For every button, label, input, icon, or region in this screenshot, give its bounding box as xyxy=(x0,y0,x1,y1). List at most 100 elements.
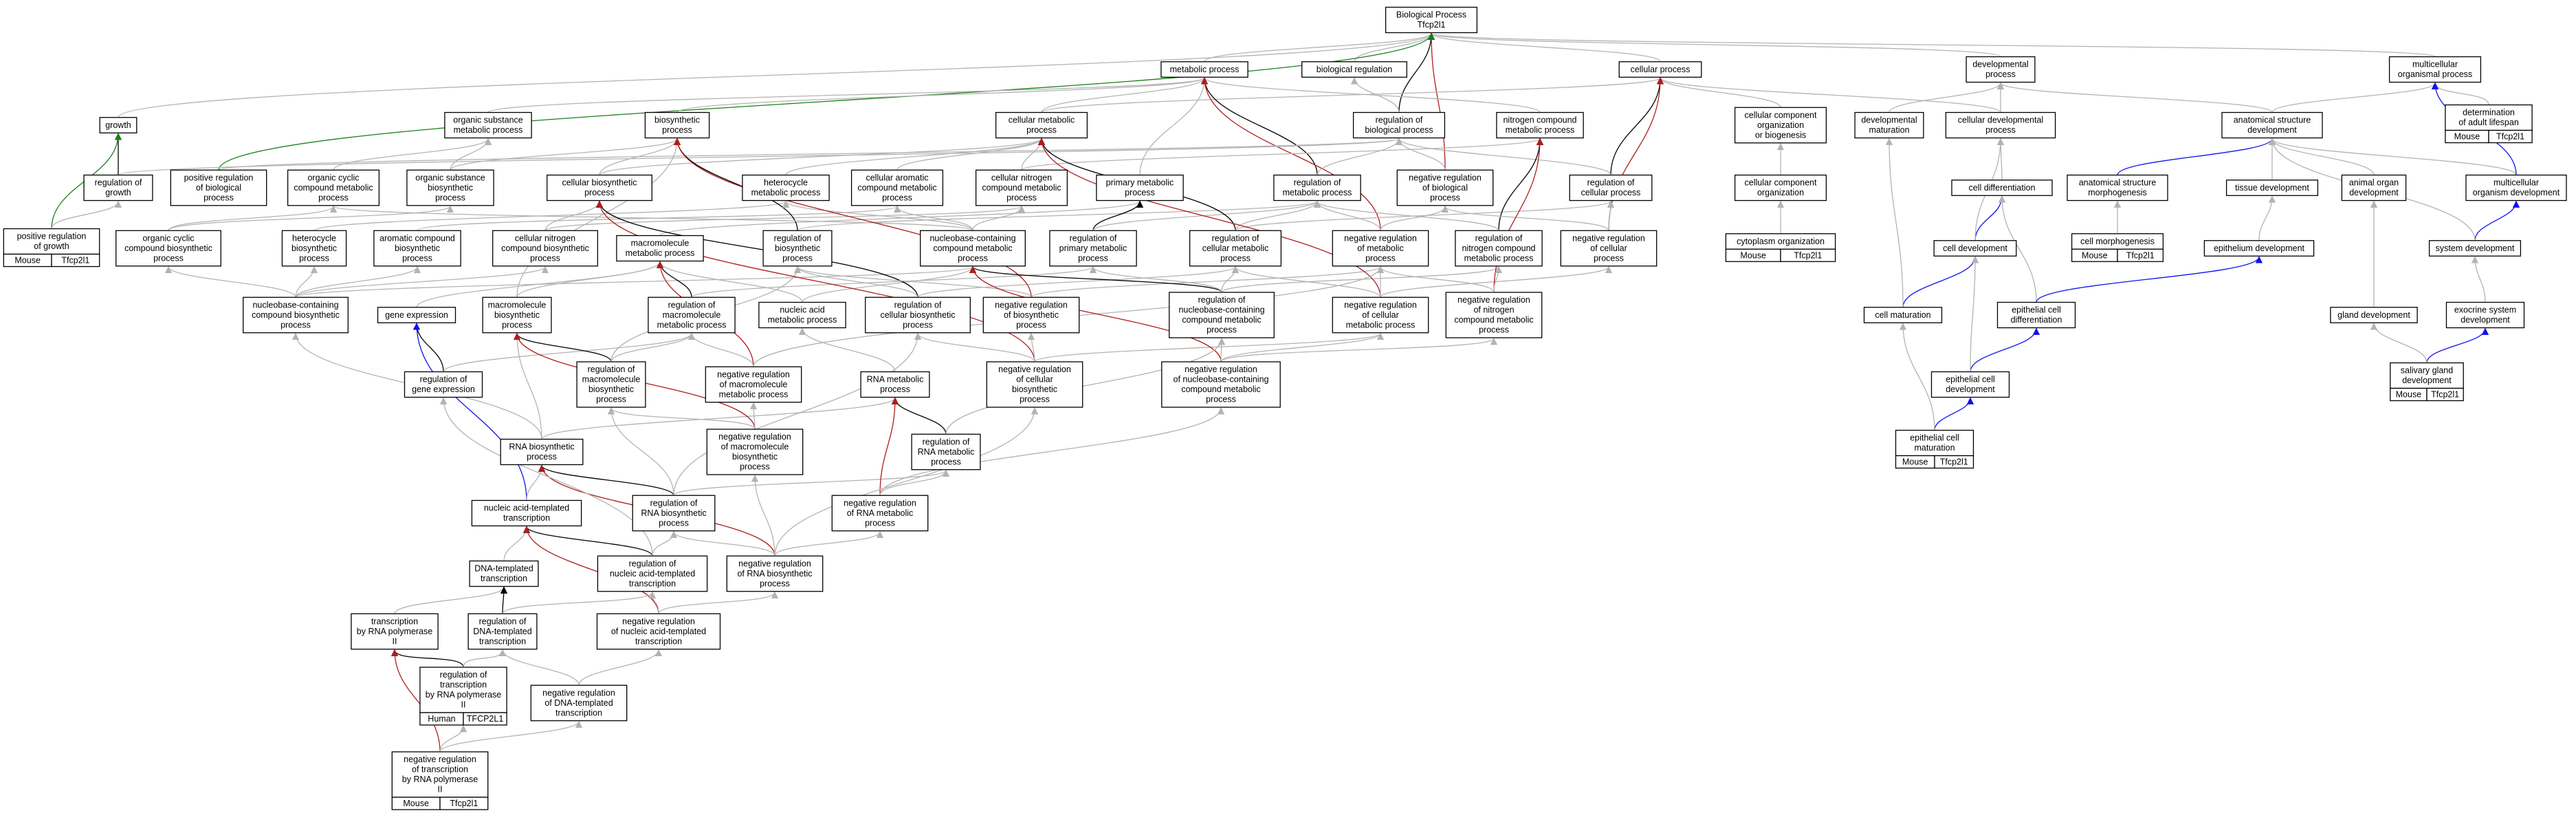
go-term-box xyxy=(632,495,716,532)
go-term-node[interactable]: growth xyxy=(99,117,137,133)
go-term-node[interactable]: system development xyxy=(2428,240,2522,257)
go-term-node[interactable]: metabolic process xyxy=(1160,61,1248,78)
go-term-node[interactable]: tissue development xyxy=(2225,180,2319,196)
go-term-node[interactable]: biological regulation xyxy=(1301,61,1407,78)
go-term-label: of biological xyxy=(1422,183,1468,193)
go-term-box xyxy=(1301,61,1407,78)
gene-tag-label: Tfcp2l1 xyxy=(450,799,478,808)
go-term-node[interactable]: cell development xyxy=(1933,240,2017,257)
go-term-node[interactable]: epithelium development xyxy=(2203,240,2315,257)
go-term-node[interactable]: regulation ofnucleobase-containingcompou… xyxy=(1169,292,1275,338)
go-term-box xyxy=(243,296,349,334)
edge-is-a xyxy=(648,591,659,614)
go-term-node[interactable]: gland development xyxy=(2330,307,2418,323)
go-term-node[interactable]: regulation ofmacromoleculebiosyntheticpr… xyxy=(576,361,646,408)
go-term-node[interactable]: cell differentiation xyxy=(1951,180,2053,196)
go-term-node[interactable]: cellular process xyxy=(1618,61,1702,78)
go-term-label: cellular nitrogen xyxy=(991,173,1052,182)
go-term-node[interactable]: cell maturation xyxy=(1863,307,1943,323)
go-term-node[interactable]: gene expression xyxy=(377,307,456,323)
go-term-label: by RNA polymerase xyxy=(402,775,478,784)
go-term-label: negative regulation xyxy=(718,432,791,442)
